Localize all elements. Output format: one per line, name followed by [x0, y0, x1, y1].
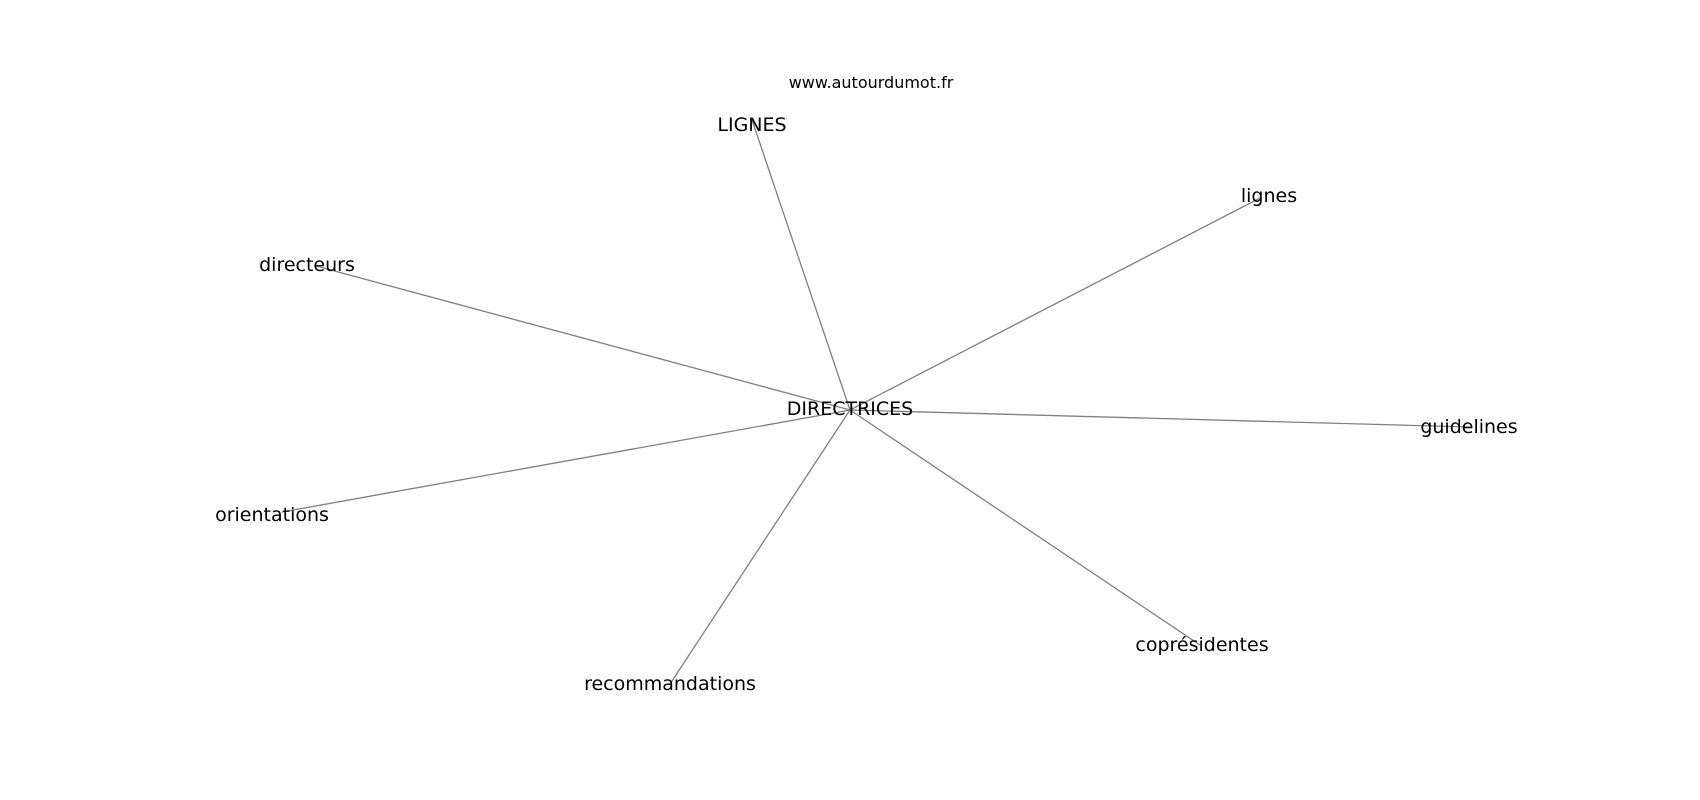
node-guidelines: guidelines	[1420, 416, 1517, 438]
edge-lignes	[849, 197, 1261, 411]
node-directeurs: directeurs	[259, 254, 355, 276]
node-lignes: lignes	[1241, 185, 1297, 207]
edge-directeurs	[315, 265, 851, 411]
source-watermark: www.autourdumot.fr	[789, 73, 954, 92]
edge-copresidentes	[849, 409, 1201, 646]
edge-lignes-upper	[751, 119, 851, 411]
node-recommandations: recommandations	[584, 673, 756, 695]
graph-edges	[281, 119, 1471, 685]
node-copresidentes: coprésidentes	[1135, 634, 1268, 656]
node-orientations: orientations	[215, 504, 329, 526]
edge-recommandations	[669, 409, 851, 685]
edge-guidelines	[849, 409, 1471, 428]
node-center-directrices: DIRECTRICES	[787, 398, 913, 420]
graph-labels: DIRECTRICES LIGNES lignes directeurs gui…	[215, 114, 1518, 695]
edge-orientations	[281, 409, 851, 513]
node-lignes-upper: LIGNES	[717, 114, 786, 136]
